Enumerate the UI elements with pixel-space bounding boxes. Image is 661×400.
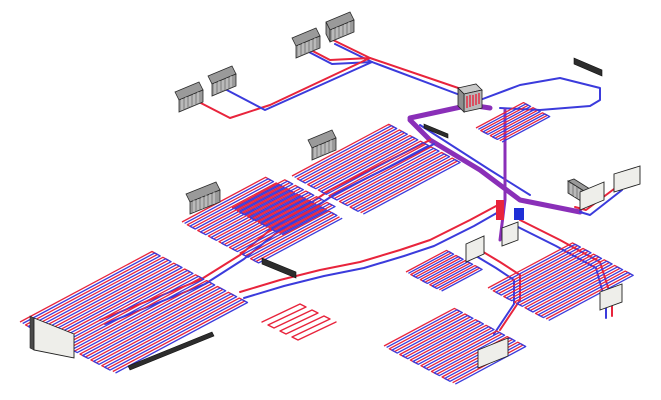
trunk-main-diagonal (407, 117, 583, 215)
loop-mid-right-return (408, 250, 483, 292)
loop-right-return (490, 243, 634, 321)
trunk-supply-top2 (304, 46, 371, 61)
feed-return-low (243, 209, 503, 299)
pipe-right-panels-s (574, 185, 619, 211)
panel-mid-b (501, 221, 519, 247)
boiler-unit (457, 83, 483, 113)
trunk-return-diag (419, 124, 531, 196)
manifold-center (261, 257, 297, 279)
branch-right-return (515, 225, 607, 319)
panel-mid-a (465, 235, 485, 263)
radiator-left-mid (185, 181, 221, 215)
pipe-to-top-right-bar (479, 77, 601, 111)
loop-middle-return (234, 180, 336, 236)
manifold-bottom-long (127, 331, 215, 371)
manifold-boiler-link (423, 123, 449, 139)
branch-supply-left (194, 57, 371, 119)
panel-bottom (477, 337, 509, 369)
loop-left-mid-supply (181, 176, 340, 263)
floor-coil-small (261, 303, 337, 341)
panel-right-b (613, 165, 641, 193)
loop-middle (231, 179, 336, 236)
feed-supply-low (239, 204, 499, 293)
loop-left-mid (181, 176, 343, 264)
manifold-top-right (573, 57, 603, 77)
radiator-left-a (207, 65, 237, 97)
loop-left-mid-return (184, 178, 343, 264)
branch-return-left (222, 61, 373, 111)
panel-left-large (29, 315, 75, 359)
radiator-top-b (291, 27, 321, 59)
panel-right-a (579, 181, 605, 211)
radiator-top-a (325, 11, 355, 43)
loop-bottom-left (19, 250, 249, 374)
pipe-right-panels (579, 189, 623, 216)
panel-right-low (599, 283, 623, 311)
radiator-mid (307, 129, 337, 161)
riser-valve (496, 200, 524, 220)
trunk-return-top (334, 43, 469, 99)
branch-bottom-supply (479, 249, 521, 331)
loop-top-small-return (478, 103, 551, 143)
loop-bottom-left-return (22, 252, 249, 374)
loop-top-small (475, 101, 551, 143)
loop-center-return (294, 125, 461, 215)
radiator-left-b (174, 81, 204, 113)
underfloor-loops (19, 101, 634, 385)
loop-mid-right (405, 249, 483, 292)
loop-center (291, 123, 461, 215)
loop-right (487, 242, 634, 321)
